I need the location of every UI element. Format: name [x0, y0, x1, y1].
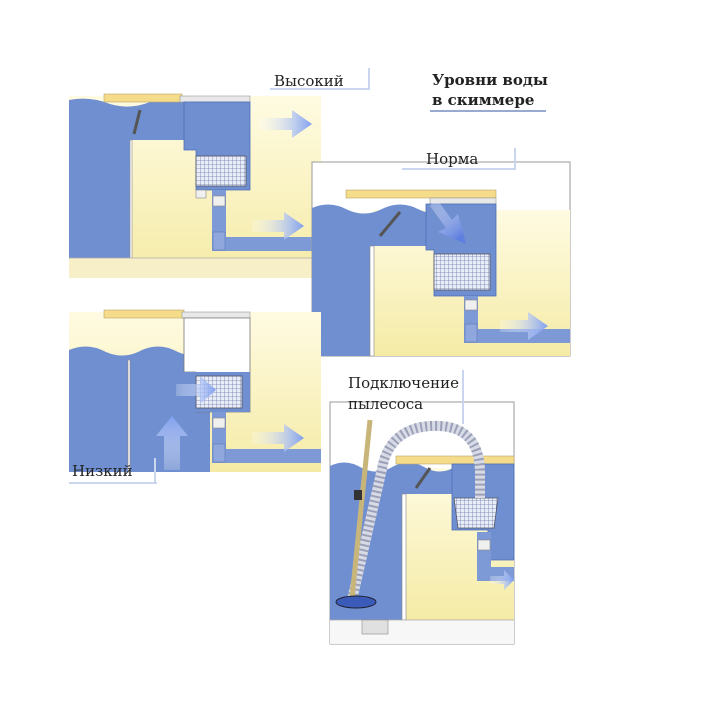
skimmer-basket — [454, 498, 498, 528]
panel-vacuum — [330, 402, 514, 644]
title-underline — [430, 110, 546, 112]
pool-wall — [130, 140, 132, 260]
label-tick — [69, 482, 157, 484]
deck — [104, 94, 182, 102]
deck — [346, 190, 496, 198]
label-normal: Норма — [426, 150, 478, 168]
label-tick — [514, 148, 516, 170]
skimmer-basket — [196, 156, 246, 186]
label-tick — [154, 458, 156, 484]
label-low: Низкий — [72, 462, 133, 480]
deck — [104, 310, 184, 318]
vacuum-head — [336, 596, 376, 608]
panel-low — [69, 310, 321, 472]
label-tick — [462, 370, 464, 424]
label-high: Высокий — [274, 72, 344, 90]
deck — [396, 456, 514, 464]
label-tick — [368, 68, 370, 90]
panel-high — [69, 94, 321, 278]
label-tick — [402, 168, 516, 170]
label-vacuum-line2: пылесоса — [348, 395, 423, 413]
title-line-2: в скиммере — [432, 90, 534, 110]
panel-normal — [312, 162, 570, 356]
title-line-1: Уровни воды — [432, 70, 548, 90]
label-vacuum-line1: Подключение — [348, 374, 459, 392]
skimmer-basket — [434, 254, 490, 290]
